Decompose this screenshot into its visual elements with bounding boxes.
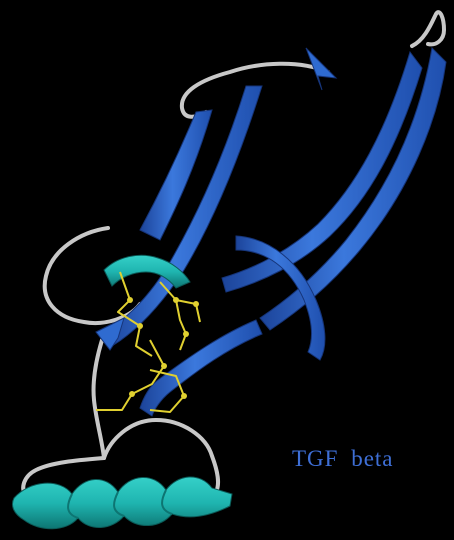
- coil-left-loop: [42, 226, 142, 325]
- beta-arrowhead-top: [305, 47, 338, 91]
- coil-loops: [21, 10, 447, 498]
- alpha-helix-bottom: [11, 476, 233, 530]
- beta-arrowhead-left: [95, 317, 125, 351]
- beta-sheet-right: [221, 46, 447, 361]
- beta-strand-lower: [139, 319, 263, 417]
- beta-strand-long-right: [259, 46, 447, 331]
- coil-n-terminus: [21, 456, 106, 498]
- beta-strand-crossover: [235, 235, 326, 361]
- disulfide-bonds: [96, 271, 201, 413]
- alpha-helix-small: [103, 254, 191, 289]
- coil-top-loop: [179, 61, 330, 119]
- coil-bottom-loop: [102, 417, 221, 494]
- beta-strand-right-inner: [221, 50, 423, 293]
- protein-name-label: TGF beta: [292, 446, 394, 471]
- beta-strand-left-long: [103, 85, 263, 347]
- coil-lower-left: [91, 338, 106, 460]
- beta-sheet-left: [95, 85, 263, 417]
- coil-top-right-hook: [410, 10, 447, 48]
- beta-strand-left-inner: [139, 109, 213, 241]
